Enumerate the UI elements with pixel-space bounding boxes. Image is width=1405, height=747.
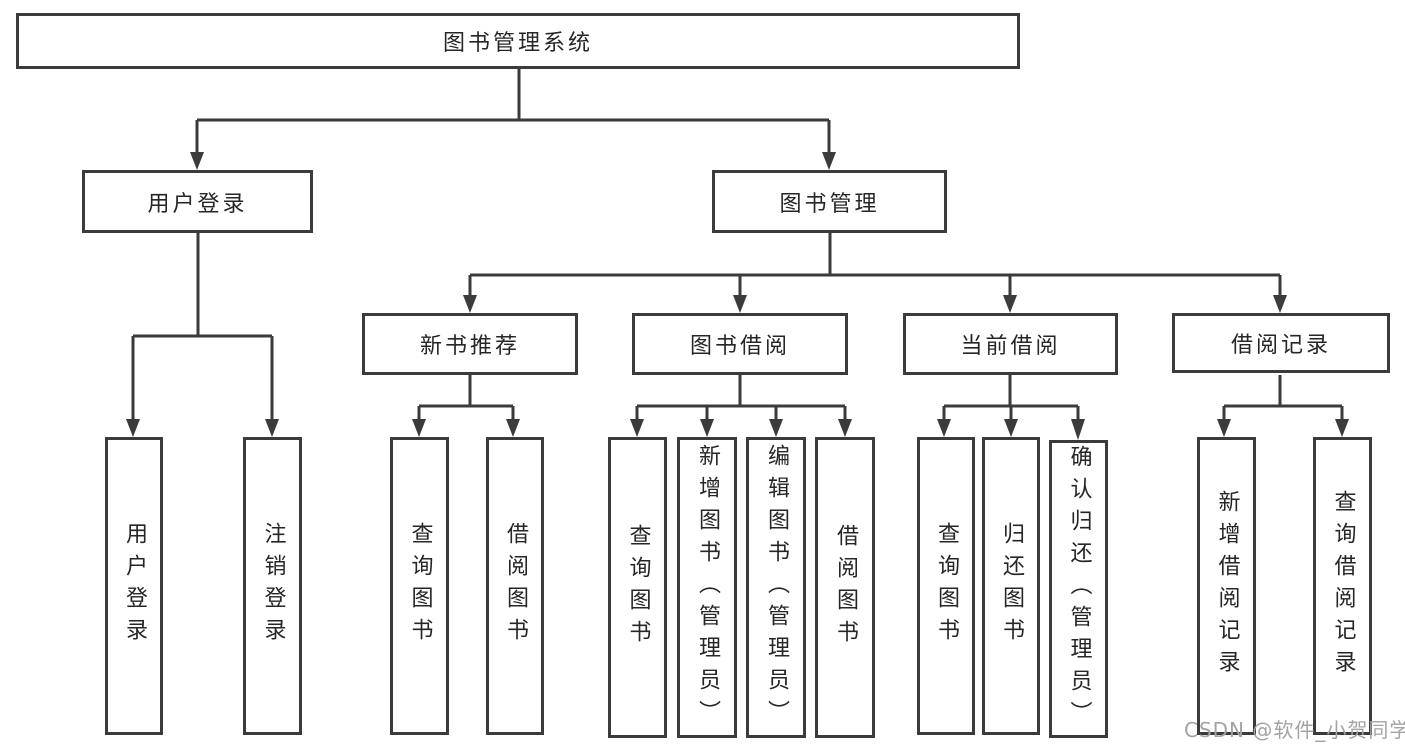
node-confirm-return-admin: 确认归还（管理员） — [1049, 440, 1108, 738]
node-label: 新书推荐 — [419, 334, 520, 359]
node-label: 查询图书 — [625, 523, 651, 652]
connector-book-management-branch — [468, 273, 1282, 296]
connector-borrowing-records-branch — [1222, 375, 1344, 420]
node-label: 借阅图书 — [833, 523, 858, 652]
node-user-login: 用户登录 — [82, 170, 313, 233]
node-label: 图书管理 — [779, 191, 880, 217]
arrowhead — [1003, 295, 1017, 313]
connector-book-borrowing-branch — [635, 375, 847, 420]
node-borrow-books-borrowing: 借阅图书 — [815, 437, 875, 738]
node-return-books: 归还图书 — [982, 437, 1040, 735]
arrowhead — [463, 295, 477, 313]
node-label: 用户登录 — [122, 522, 147, 650]
node-borrowing-records: 借阅记录 — [1172, 313, 1390, 373]
node-add-books-admin: 新增图书（管理员） — [677, 437, 737, 738]
node-new-book-recommend: 新书推荐 — [362, 313, 578, 375]
node-label: 借阅图书 — [503, 522, 528, 650]
csdn-watermark: CSDN @软件_小贺同学 — [1184, 718, 1405, 742]
node-label: 当前借阅 — [960, 334, 1061, 359]
node-label: 借阅记录 — [1230, 333, 1331, 358]
node-edit-books-admin: 编辑图书（管理员） — [746, 437, 806, 738]
node-label: 归还图书 — [999, 522, 1024, 650]
connector-user-login-branch — [131, 334, 274, 420]
arrowheads — [126, 152, 1349, 440]
arrowhead — [1071, 419, 1085, 440]
arrowhead — [1335, 419, 1349, 437]
arrowhead — [506, 419, 520, 437]
node-query-books-current: 查询图书 — [917, 437, 975, 735]
arrowhead — [190, 152, 204, 170]
connector-root-branch — [195, 118, 831, 153]
arrowhead — [733, 295, 747, 313]
connector-new-book-recommend-branch — [417, 375, 515, 420]
arrowhead — [769, 419, 783, 437]
node-book-borrowing: 图书借阅 — [632, 313, 848, 375]
node-label: 查询图书 — [934, 522, 959, 650]
node-label: 编辑图书（管理员） — [764, 443, 789, 732]
node-borrow-books-recommend: 借阅图书 — [486, 437, 544, 735]
arrowhead — [937, 419, 951, 437]
node-label: 图书管理系统 — [442, 31, 593, 56]
arrowhead — [700, 419, 714, 437]
node-logout: 注销登录 — [243, 437, 302, 735]
arrowhead — [126, 419, 140, 437]
node-book-management: 图书管理 — [712, 170, 947, 233]
arrowhead — [630, 419, 644, 437]
node-label: 确认归还（管理员） — [1066, 445, 1092, 733]
node-label: 用户登录 — [147, 191, 248, 217]
arrowhead — [822, 152, 836, 170]
node-query-books-recommend: 查询图书 — [390, 437, 449, 735]
node-label: 新增图书（管理员） — [695, 443, 720, 732]
node-label: 图书借阅 — [689, 334, 790, 359]
node-label: 新增借阅记录 — [1214, 490, 1240, 682]
connector-current-borrowing-branch — [942, 375, 1080, 420]
arrowhead — [412, 419, 426, 437]
node-current-borrowing: 当前借阅 — [903, 313, 1118, 375]
arrowhead — [1273, 295, 1287, 313]
arrowhead — [1004, 419, 1018, 437]
node-query-books-borrowing: 查询图书 — [608, 437, 667, 738]
arrowhead — [838, 419, 852, 437]
node-user-login-leaf: 用户登录 — [105, 437, 163, 735]
node-label: 查询借阅记录 — [1330, 490, 1356, 682]
node-library-management-system: 图书管理系统 — [16, 13, 1020, 69]
arrowhead — [265, 419, 279, 437]
node-add-borrowing-record: 新增借阅记录 — [1197, 437, 1256, 735]
node-label: 查询图书 — [407, 522, 433, 650]
arrowhead — [1217, 419, 1231, 437]
node-label: 注销登录 — [260, 522, 286, 650]
node-query-borrowing-record: 查询借阅记录 — [1313, 437, 1372, 735]
